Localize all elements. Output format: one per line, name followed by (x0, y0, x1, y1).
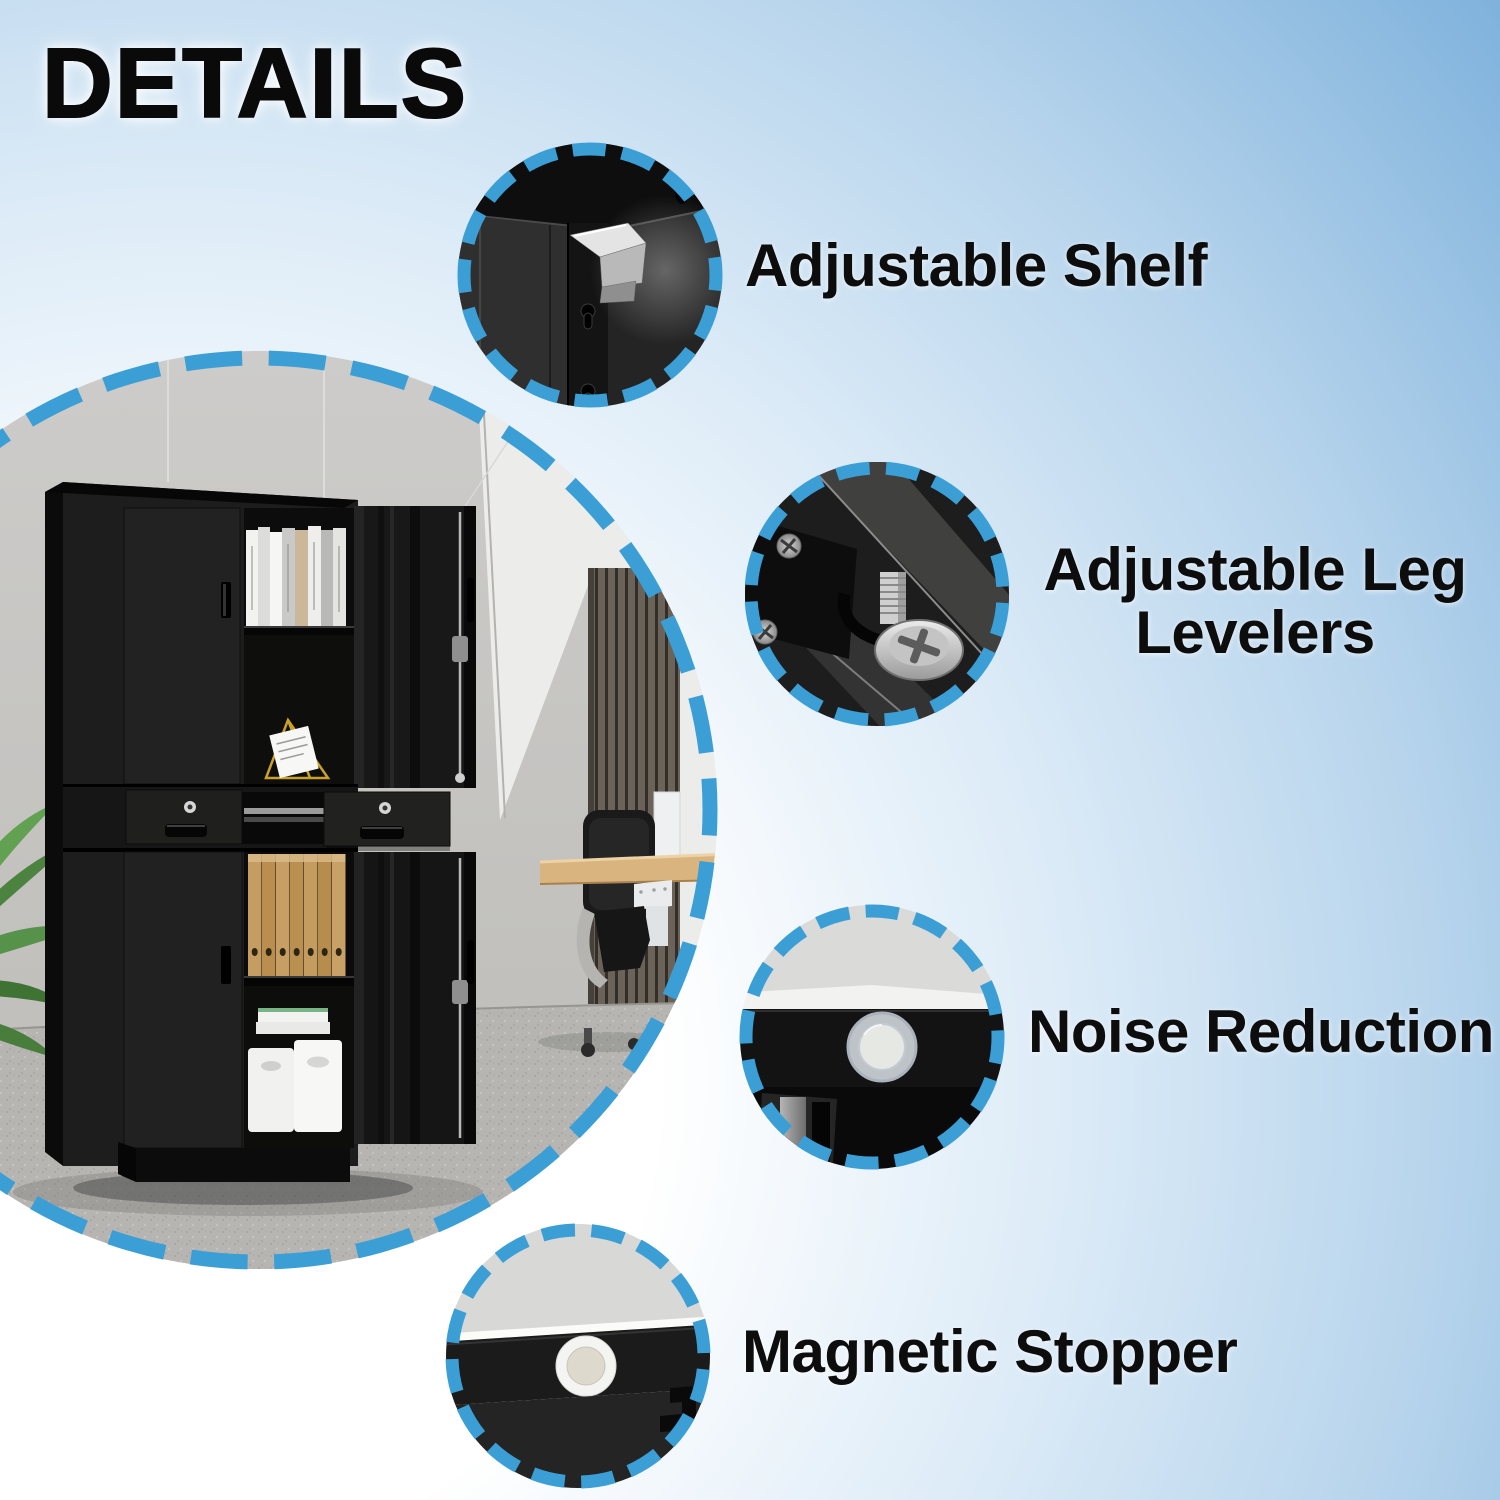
office-scene-photo (0, 351, 717, 1269)
shelf-clip-photo (458, 143, 722, 407)
feature-circle-adjustable-leg-levelers (744, 461, 1010, 727)
binders (248, 854, 346, 976)
shelf-clip-bracket (569, 222, 647, 304)
open-lower-door (354, 852, 476, 1144)
books-on-shelf (246, 526, 346, 626)
feature-circle-magnetic-stopper (445, 1223, 711, 1489)
feature-circle-noise-reduction (739, 904, 1005, 1170)
feature-label-noise-reduction: Noise Reduction (1028, 998, 1494, 1065)
storage-boxes (248, 1008, 342, 1132)
main-product-circle (0, 350, 718, 1270)
storage-cabinet (45, 482, 476, 1182)
rubber-bumper-photo (740, 905, 1004, 1169)
leg-leveler-photo (745, 462, 1009, 726)
feature-circle-adjustable-shelf (457, 142, 723, 408)
feature-label-adjustable-leg-levelers: Adjustable Leg Levelers (1043, 536, 1467, 666)
feature-label-adjustable-shelf: Adjustable Shelf (745, 232, 1208, 299)
feature-label-magnetic-stopper: Magnetic Stopper (742, 1318, 1238, 1385)
magnet-disc (555, 1335, 617, 1397)
leveler-bolt (874, 572, 964, 681)
rubber-bumper (846, 1011, 918, 1083)
closed-drawer (125, 789, 243, 845)
feature-ring (457, 142, 723, 408)
magnet-photo (446, 1224, 710, 1488)
page-title: DETAILS (41, 28, 468, 138)
main-circle-dashed-ring (0, 350, 718, 1270)
pulled-out-drawer (323, 791, 451, 851)
open-upper-door (354, 506, 476, 788)
